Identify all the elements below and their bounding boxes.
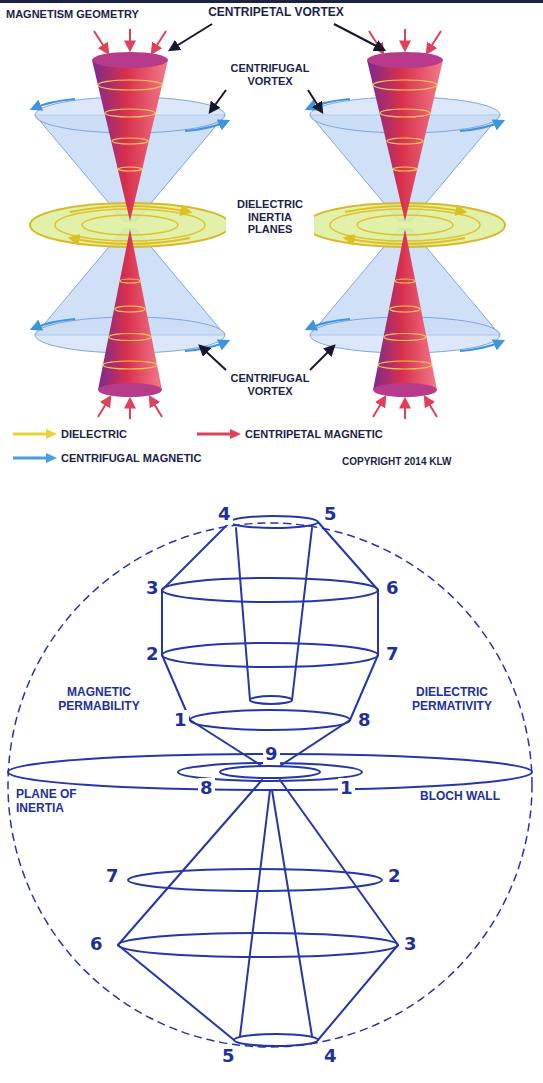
callout-number: 6 (88, 934, 105, 955)
legend-item: CENTRIPETAL MAGNETIC (196, 428, 383, 440)
legend-item: DIELECTRIC (12, 428, 127, 440)
legend-text: DIELECTRIC (61, 428, 127, 440)
sketch-ring (128, 869, 382, 891)
legend-text: CENTRIFUGAL MAGNETIC (61, 452, 201, 464)
art-line (308, 90, 322, 112)
sketch-ring (162, 643, 378, 667)
art-line (170, 24, 212, 50)
diagram-title: MAGNETISM GEOMETRY (6, 8, 139, 21)
art-line (210, 90, 226, 112)
legend-arrow-head (230, 429, 241, 439)
sketch-core (236, 528, 312, 700)
legend-arrow-head (46, 453, 57, 463)
callout-number: 1 (338, 778, 355, 799)
sketch-plane-ring (220, 766, 320, 778)
vortex-right (305, 29, 505, 419)
callout-number: 9 (263, 744, 280, 765)
leader-arrows (170, 24, 384, 370)
sketch-ring (234, 1034, 318, 1046)
legend-text: CENTRIPETAL MAGNETIC (245, 428, 383, 440)
diagram-label: DIELECTRIC PERMATIVITY (398, 686, 506, 714)
callout-number: 2 (386, 866, 403, 887)
diagram-label: CENTRIPETAL VORTEX (200, 6, 352, 20)
diagram-label: BLOCH WALL (418, 790, 502, 804)
legend-arrow-shaft (13, 457, 48, 460)
sketch-ring (250, 696, 292, 704)
legend-arrow (12, 452, 58, 464)
art-line (310, 346, 334, 370)
frame-edge (0, 0, 543, 3)
sketch-sphere (8, 523, 532, 1047)
sketch-base (118, 945, 398, 1040)
legend-arrow-head (46, 429, 57, 439)
legend-item: CENTRIFUGAL MAGNETIC (12, 452, 201, 464)
diagram-label: COPYRIGHT 2014 KLW (342, 456, 451, 468)
callout-number: 4 (322, 1046, 339, 1067)
callout-number: 4 (216, 504, 233, 525)
callout-number: 6 (384, 578, 401, 599)
legend-arrow (12, 428, 58, 440)
sketch-funnel (118, 780, 398, 945)
diagram-label: MAGNETIC PERMABILITY (50, 686, 148, 714)
diagram-label: DIELECTRIC INERTIA PLANES (226, 198, 314, 236)
callout-number: 1 (172, 710, 189, 731)
callout-number: 2 (144, 644, 161, 665)
callout-number: 3 (402, 934, 419, 955)
callout-number: 7 (384, 644, 401, 665)
art-line (334, 24, 384, 50)
vortex-left (30, 29, 230, 419)
sketch-ring (162, 578, 378, 602)
diagram-label: PLANE OF INERTIA (14, 788, 98, 816)
callout-number: 8 (356, 710, 373, 731)
legend-arrow-shaft (197, 433, 232, 436)
sketch (8, 516, 532, 1047)
sketch-ring (118, 933, 398, 957)
callout-number: 5 (220, 1046, 237, 1067)
legend-arrow-shaft (13, 433, 48, 436)
sketch-funnel (162, 522, 378, 766)
callout-number: 7 (104, 866, 121, 887)
sketch-core (240, 790, 312, 1036)
sketch-ring (190, 710, 350, 730)
diagram-label: CENTRIFUGAL VORTEX (220, 372, 320, 397)
diagram-label: CENTRIFUGAL VORTEX (220, 62, 320, 87)
callout-number: 8 (198, 778, 215, 799)
sketch-ring (230, 516, 318, 528)
art-line (200, 346, 226, 370)
legend-arrow (196, 428, 242, 440)
callout-number: 5 (322, 504, 339, 525)
callout-number: 3 (144, 578, 161, 599)
